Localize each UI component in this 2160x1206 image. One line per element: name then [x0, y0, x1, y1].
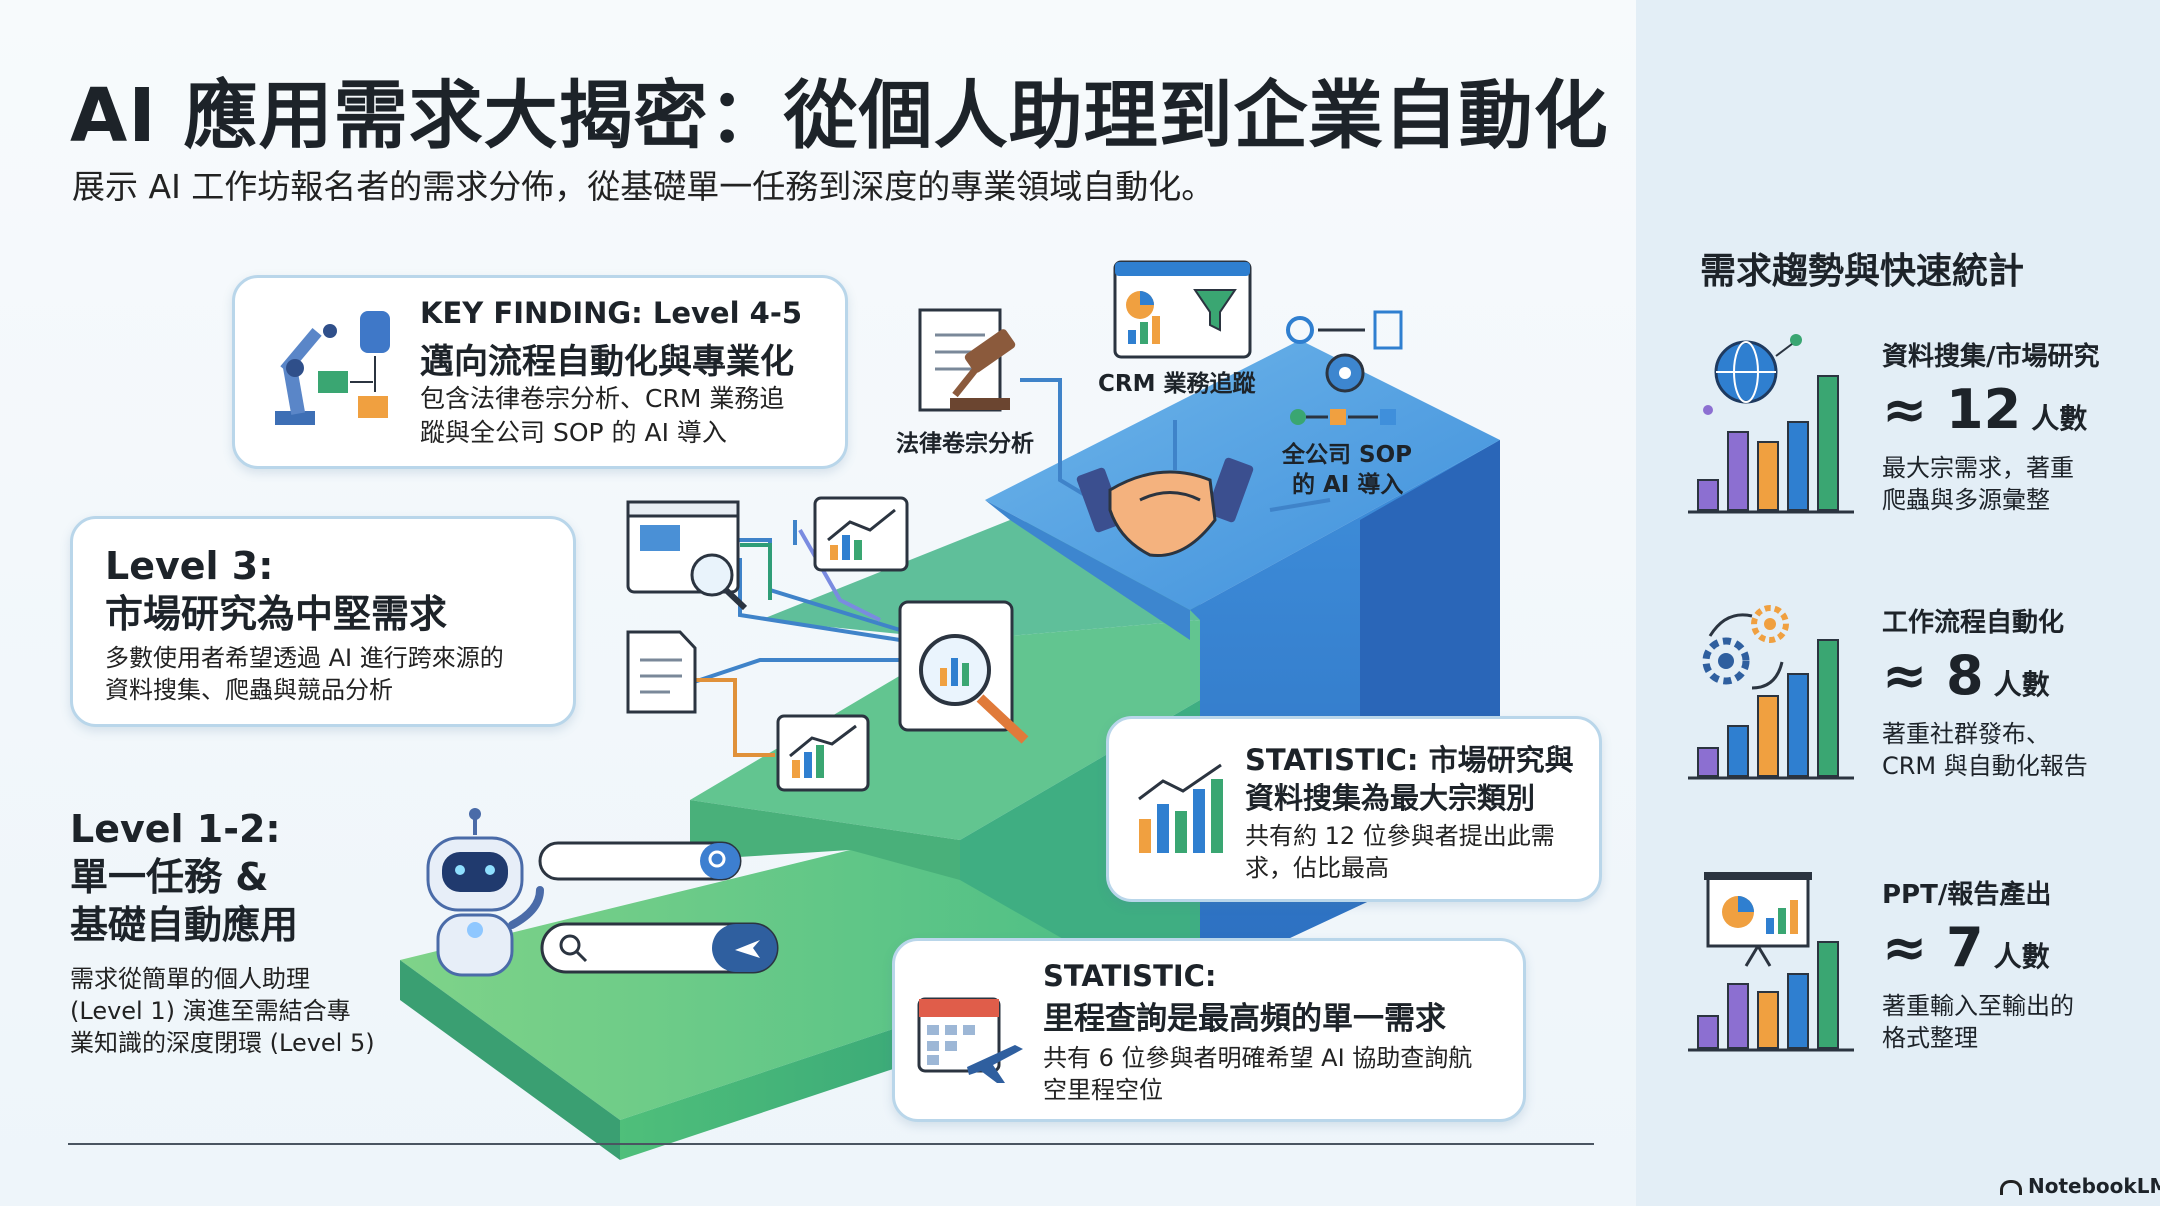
level3-head-2: 市場研究為中堅需求 — [105, 592, 448, 636]
stat-mileage-title-2: 里程查詢是最高頻的單一需求 — [1043, 1001, 1446, 1037]
handshake-icon — [1076, 457, 1254, 558]
stat-mileage-card: STATISTIC: 里程查詢是最高頻的單一需求 共有 6 位參與者明確希望 A… — [892, 938, 1526, 1122]
crm-label: CRM 業務追蹤 — [1098, 371, 1256, 397]
key-finding-title: KEY FINDING: Level 4-5 — [420, 296, 803, 330]
stat3-note-1: 著重輸入至輸出的 — [1882, 992, 2074, 1020]
staircase-diagram — [400, 260, 1500, 1160]
notebooklm-brand: NotebookLM — [2000, 1174, 2160, 1198]
level3-body-2: 資料搜集、爬蟲與競品分析 — [105, 676, 393, 704]
sop-label-line2: 的 AI 導入 — [1292, 472, 1404, 498]
stat3-note-2: 格式整理 — [1882, 1024, 1978, 1052]
stat3-label: PPT/報告產出 — [1882, 880, 2052, 910]
robot-icon — [426, 808, 544, 977]
doc-icon — [626, 630, 697, 714]
level3-card: Level 3: 市場研究為中堅需求 多數使用者希望透過 AI 進行跨來源的 資… — [70, 516, 576, 727]
gear-building-icon — [1286, 310, 1403, 425]
legal-label: 法律卷宗分析 — [896, 431, 1034, 457]
key-finding-card: KEY FINDING: Level 4-5 邁向流程自動化與專業化 包含法律卷… — [232, 275, 848, 469]
page-title: AI 應用需求大揭密：從個人助理到企業自動化 — [70, 73, 1609, 159]
level3-head-1: Level 3: — [105, 544, 274, 588]
side-panel — [1636, 0, 2160, 1206]
stat-mileage-title-1: STATISTIC: — [1043, 959, 1217, 993]
step-1-front — [400, 960, 620, 1160]
stat-mileage-body-1: 共有 6 位參與者明確希望 AI 協助查詢航 — [1043, 1044, 1473, 1072]
legal-doc-icon — [918, 308, 1016, 412]
stat3-chart-icon — [1688, 872, 1854, 1052]
web-globe-icon — [626, 500, 748, 611]
level3-body-1: 多數使用者希望透過 AI 進行跨來源的 — [105, 644, 504, 672]
chart-window-icon-top — [813, 496, 909, 572]
step-1-top — [400, 850, 1100, 1120]
chart-window-icon-bottom — [776, 714, 870, 792]
step-2-riser — [690, 800, 960, 880]
page-subtitle: 展示 AI 工作坊報名者的需求分佈，從基礎單一任務到深度的專業領域自動化。 — [72, 167, 1215, 206]
stat1-label: 資料搜集/市場研究 — [1882, 342, 2100, 372]
stat2-note-1: 著重社群發布、 — [1882, 720, 2050, 748]
stat1-chart-icon — [1688, 334, 1854, 514]
level12-body-2: (Level 1) 演進至需結合專 — [70, 997, 351, 1025]
stat2-note-2: CRM 與自動化報告 — [1882, 752, 2088, 780]
stat1-note-1: 最大宗需求，著重 — [1882, 454, 2074, 482]
stat1-note-2: 爬蟲與多源彙整 — [1882, 486, 2050, 514]
crm-dashboard-icon — [1113, 260, 1252, 359]
footer-divider — [68, 1143, 1594, 1145]
level12-head-2: 單一任務 & — [70, 855, 269, 899]
level12-head-3: 基礎自動應用 — [70, 903, 299, 947]
stat2-label: 工作流程自動化 — [1882, 608, 2065, 638]
stat-market-title-1: STATISTIC: 市場研究與 — [1245, 743, 1574, 777]
stat-market-title-2: 資料搜集為最大宗類別 — [1245, 781, 1536, 815]
stat-market-body-1: 共有約 12 位參與者提出此需 — [1245, 822, 1555, 850]
level12-body-1: 需求從簡單的個人助理 — [70, 965, 310, 993]
key-finding-body-2: 蹤與全公司 SOP 的 AI 導入 — [420, 418, 727, 447]
key-finding-headline: 邁向流程自動化與專業化 — [420, 342, 794, 382]
level12-body-3: 業知識的深度閉環 (Level 5) — [70, 1029, 375, 1057]
notebooklm-text: NotebookLM — [2028, 1174, 2160, 1198]
search-bar-2 — [540, 922, 779, 974]
stat-market-card: STATISTIC: 市場研究與 資料搜集為最大宗類別 共有約 12 位參與者提… — [1106, 716, 1602, 902]
robot-arm-icon — [275, 311, 390, 425]
stat2-chart-icon — [1688, 605, 1854, 780]
notebooklm-logo-icon — [2000, 1180, 2022, 1195]
bar-chart-icon — [1138, 763, 1223, 853]
analysis-magnifier-icon — [898, 600, 1029, 744]
search-bar-1 — [538, 841, 742, 881]
sop-label-line1: 全公司 SOP — [1282, 442, 1412, 468]
stat-mileage-body-2: 空里程空位 — [1043, 1076, 1163, 1104]
stat-market-body-2: 求，佔比最高 — [1245, 854, 1389, 882]
calendar-plane-icon — [917, 997, 1023, 1083]
key-finding-body-1: 包含法律卷宗分析、CRM 業務追 — [420, 384, 785, 413]
level12-head-1: Level 1-2: — [70, 807, 281, 851]
step-top-front — [985, 500, 1190, 640]
sidebar-title: 需求趨勢與快速統計 — [1700, 251, 2025, 292]
